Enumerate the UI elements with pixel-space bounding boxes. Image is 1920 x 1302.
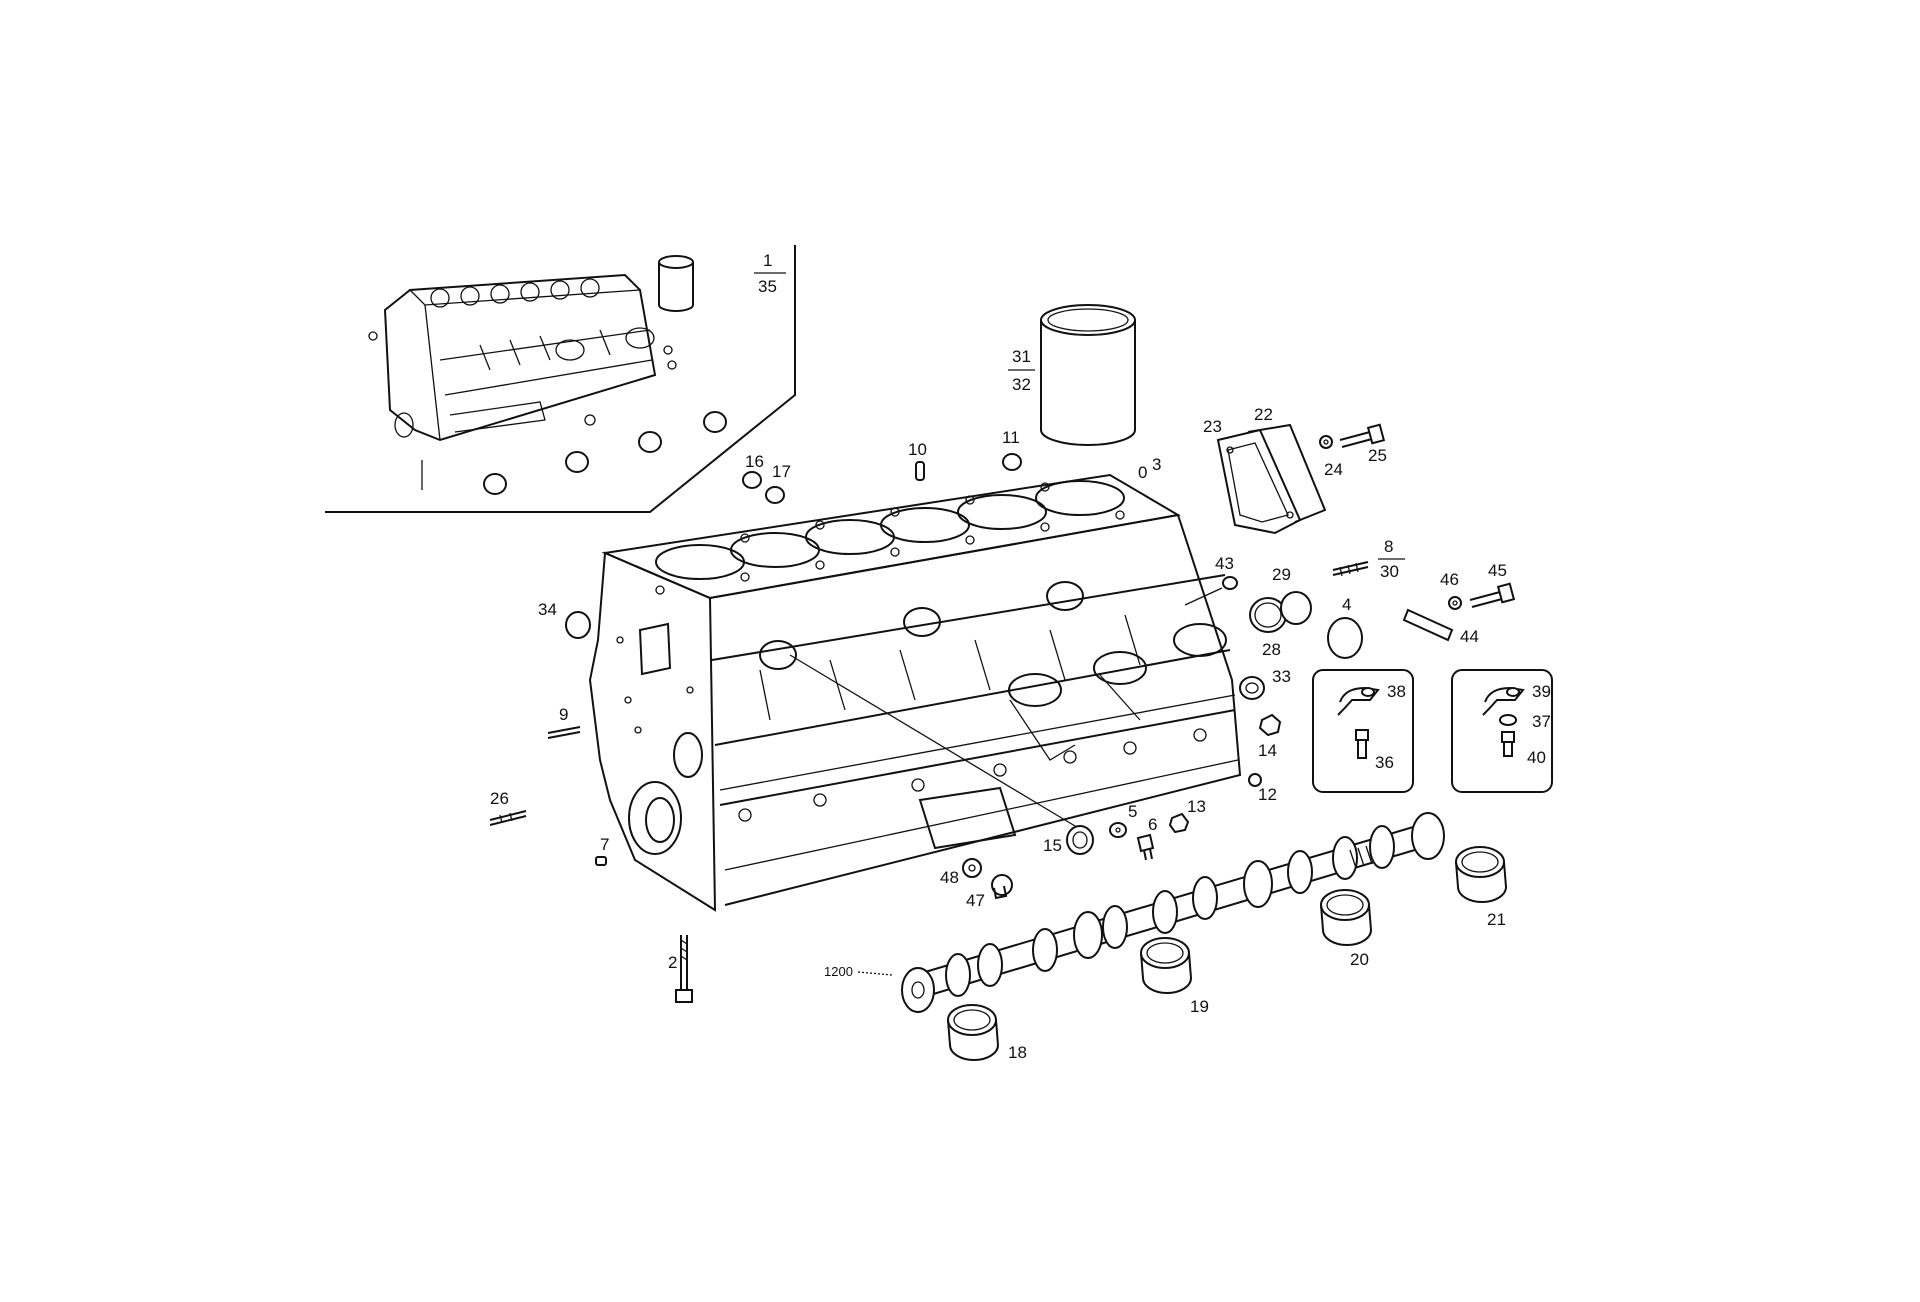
washer-5: 5 <box>1109 802 1137 838</box>
label-1-35: 1 35 <box>754 251 786 296</box>
label-9: 9 <box>559 705 568 724</box>
cylinder-bores <box>655 480 1125 580</box>
washer-46: 46 <box>1440 570 1462 610</box>
bolt-25: 25 <box>1339 423 1387 465</box>
label-24: 24 <box>1324 460 1343 479</box>
inset-block-drawing <box>383 273 657 442</box>
nut-13: 13 <box>1168 797 1206 834</box>
label-10: 10 <box>908 440 927 459</box>
label-25: 25 <box>1368 446 1387 465</box>
cam-bearing-19: 19 <box>1140 937 1209 1016</box>
label-37: 37 <box>1532 712 1551 731</box>
label-18: 18 <box>1008 1043 1027 1062</box>
label-47: 47 <box>966 891 985 910</box>
nut-14: 14 <box>1258 713 1282 760</box>
label-7: 7 <box>600 835 609 854</box>
bolt-45: 45 <box>1469 561 1516 608</box>
stud-9: 9 <box>547 705 581 739</box>
label-20: 20 <box>1350 950 1369 969</box>
label-33: 33 <box>1272 667 1291 686</box>
label-31: 31 <box>1012 347 1031 366</box>
bolt-2: 2 <box>668 935 693 1003</box>
label-36: 36 <box>1375 753 1394 772</box>
plug-33: 33 <box>1239 667 1291 700</box>
plate-44: 44 <box>1402 608 1479 646</box>
label-30: 30 <box>1380 562 1399 581</box>
label-4: 4 <box>1342 595 1351 614</box>
label-35: 35 <box>758 277 777 296</box>
label-39: 39 <box>1532 682 1551 701</box>
label-38: 38 <box>1387 682 1406 701</box>
label-13: 13 <box>1187 797 1206 816</box>
plug-15: 15 <box>1043 825 1094 855</box>
label-40: 40 <box>1527 748 1546 767</box>
dowel-10: 10 <box>908 440 927 481</box>
label-26: 26 <box>490 789 509 808</box>
cam-lobes <box>945 812 1445 997</box>
label-22: 22 <box>1254 405 1273 424</box>
label-16: 16 <box>745 452 764 471</box>
label-48: 48 <box>940 868 959 887</box>
label-3: 3 <box>1152 455 1161 474</box>
label-21: 21 <box>1487 910 1506 929</box>
head-bolt-holes <box>655 482 1125 595</box>
label-1200: 1200 <box>824 964 853 979</box>
tappet-bosses <box>759 581 1227 761</box>
label-34: 34 <box>538 600 557 619</box>
label-5: 5 <box>1128 802 1137 821</box>
stud-26: 26 <box>489 789 527 826</box>
label-1: 1 <box>763 251 772 270</box>
part-3: 0 3 <box>1138 455 1161 482</box>
bolt-6: 6 <box>1136 815 1157 861</box>
label-46: 46 <box>1440 570 1459 589</box>
oil-jet-box-right: 39 37 40 <box>1451 669 1553 793</box>
label-32: 32 <box>1012 375 1031 394</box>
label-0: 0 <box>1138 463 1147 482</box>
oil-jet-box-left: 38 36 <box>1312 669 1414 793</box>
label-44: 44 <box>1460 627 1479 646</box>
label-29: 29 <box>1272 565 1291 584</box>
ring-12: 12 <box>1248 773 1277 804</box>
label-19: 19 <box>1190 997 1209 1016</box>
cam-bearing-20: 20 <box>1320 889 1373 969</box>
o-ring-11: 11 <box>1002 428 1022 471</box>
plug-16: 16 <box>742 452 764 489</box>
label-28: 28 <box>1262 640 1281 659</box>
cylinder-block <box>588 473 1242 912</box>
label-14: 14 <box>1258 741 1277 760</box>
camshaft: 1200 <box>824 812 1445 1013</box>
label-45: 45 <box>1488 561 1507 580</box>
label-43: 43 <box>1215 554 1234 573</box>
cover-4: 4 <box>1327 595 1363 659</box>
side-cover-and-gasket: 23 22 <box>1203 405 1327 535</box>
label-12: 12 <box>1258 785 1277 804</box>
cam-bearing-21: 21 <box>1455 846 1508 929</box>
label-23: 23 <box>1203 417 1222 436</box>
washer-24: 24 <box>1319 435 1343 479</box>
label-17: 17 <box>772 462 791 481</box>
label-11: 11 <box>1002 428 1020 447</box>
washer-48: 48 <box>940 858 982 887</box>
label-8: 8 <box>1384 537 1393 556</box>
plug-47: 47 <box>966 874 1013 910</box>
stud-8-30: 8 30 <box>1332 537 1405 581</box>
cylinder-liner: 31 32 <box>1008 304 1136 446</box>
label-6: 6 <box>1148 815 1157 834</box>
plug-34: 34 <box>538 600 591 639</box>
pin-7: 7 <box>595 835 609 866</box>
inset-cylinder-liner <box>658 255 694 312</box>
ring-28-29: 29 28 <box>1249 565 1312 659</box>
inset-bearing-shells <box>368 331 727 495</box>
label-2: 2 <box>668 953 677 972</box>
label-15: 15 <box>1043 836 1062 855</box>
cam-bearing-18: 18 <box>947 1004 1027 1062</box>
crankshaft-rear-bore <box>628 732 703 855</box>
plug-17: 17 <box>765 462 791 504</box>
inset-assembled-block: 1 35 <box>325 245 796 513</box>
plug-43: 43 <box>1184 554 1238 606</box>
lower-holes <box>738 728 1207 822</box>
